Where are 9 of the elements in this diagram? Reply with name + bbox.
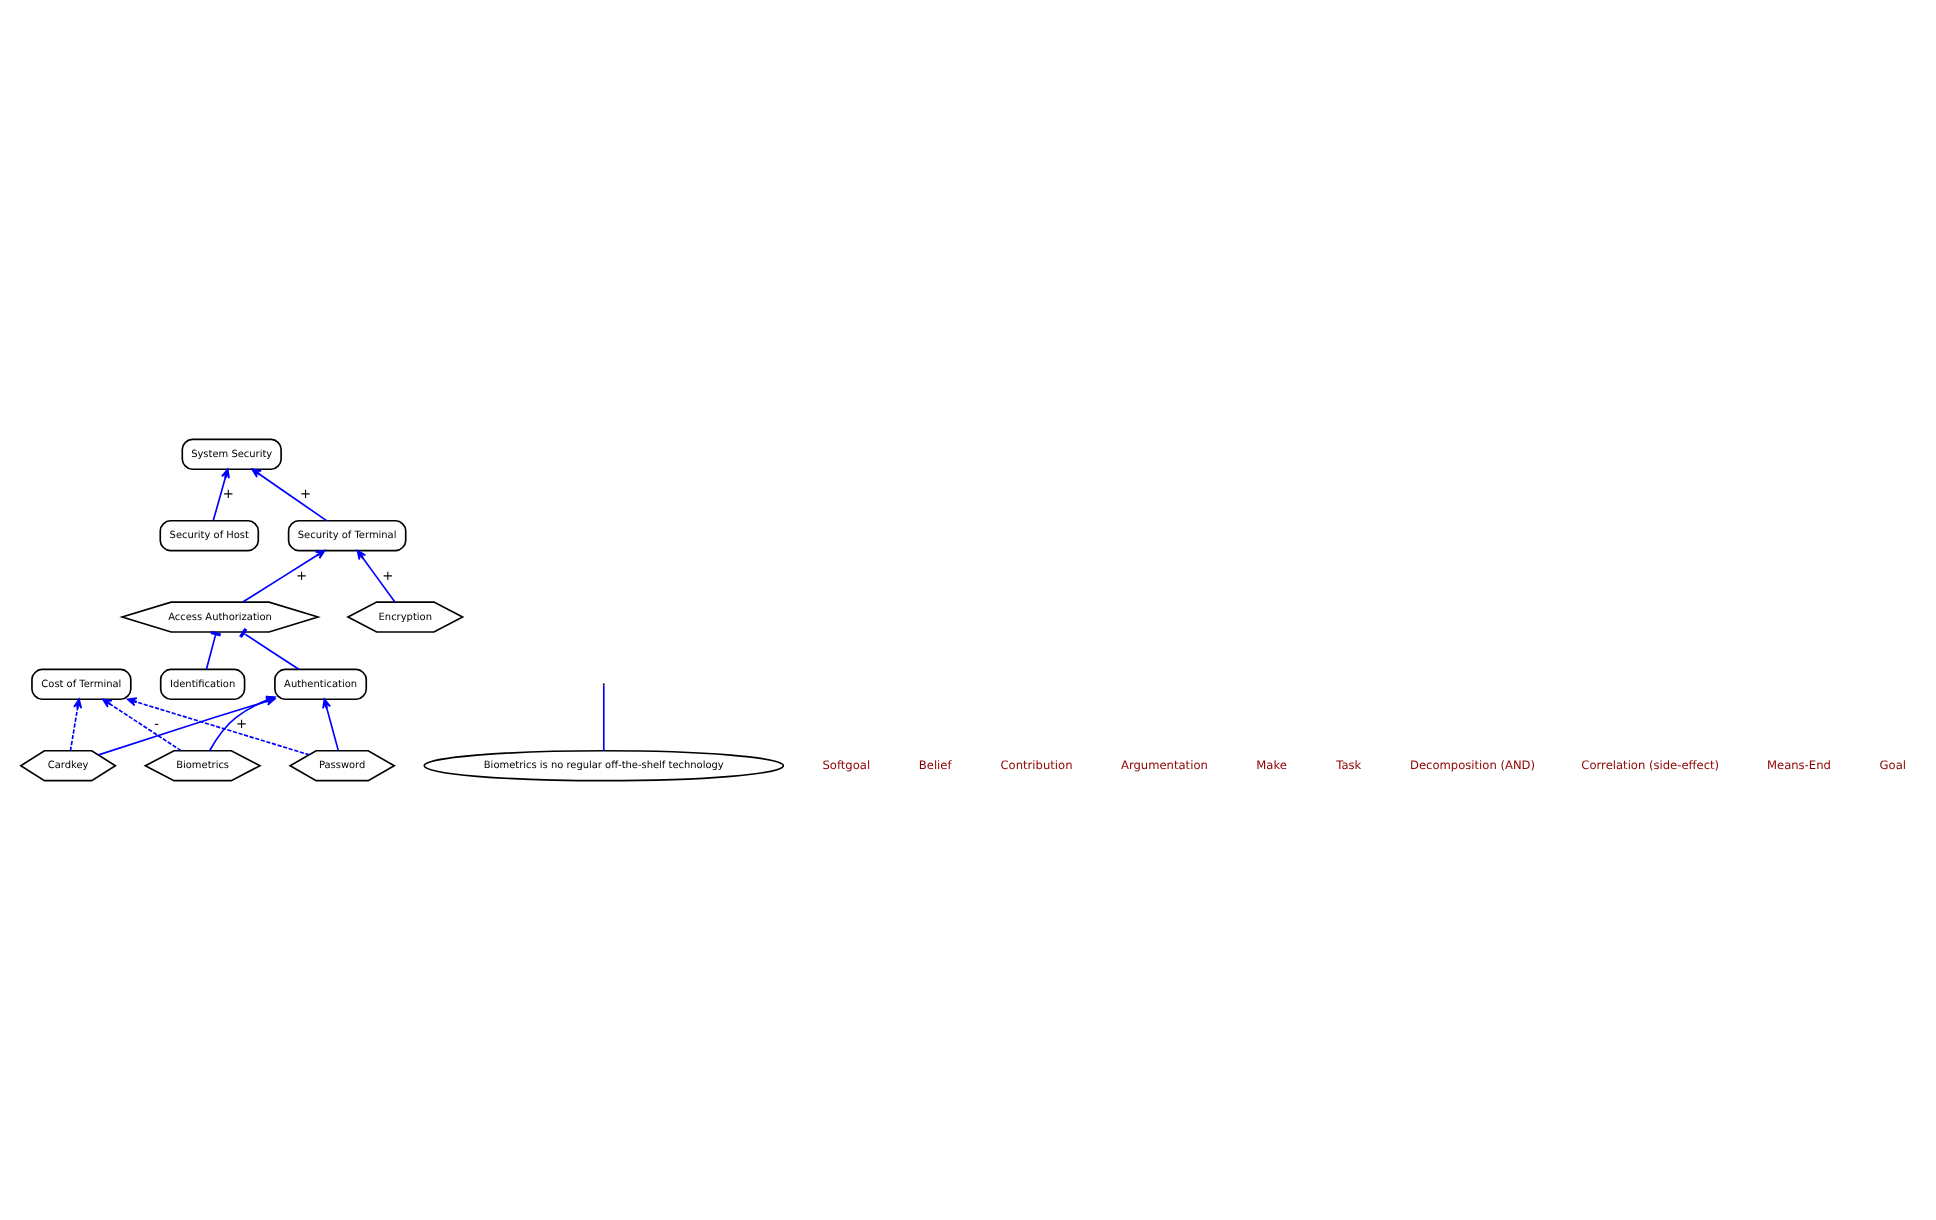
arrow [212,468,230,522]
arrow [102,698,182,752]
arrow [69,698,83,752]
arrow [251,468,328,522]
arrow [356,549,396,603]
arrow [322,698,340,752]
connector [205,630,222,671]
connector [602,684,605,752]
arrow [241,549,326,603]
